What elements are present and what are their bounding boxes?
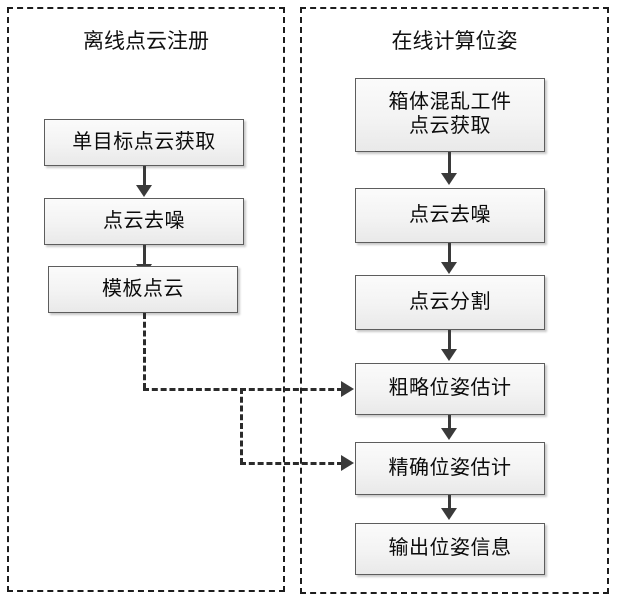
connector-offline-2 bbox=[143, 245, 146, 267]
feedback-line-to-fine-pose bbox=[240, 462, 343, 465]
node-single-target-acquire[interactable]: 单目标点云获取 bbox=[44, 119, 244, 166]
feedback-line-to-coarse-pose bbox=[143, 388, 343, 391]
feedback-line-branch bbox=[240, 388, 243, 464]
arrowhead-online-3 bbox=[441, 349, 457, 361]
node-label: 单目标点云获取 bbox=[72, 130, 216, 153]
arrowhead-online-5 bbox=[441, 508, 457, 520]
node-label: 点云去噪 bbox=[103, 209, 185, 232]
node-label: 模板点云 bbox=[102, 277, 184, 300]
panel-online-title: 在线计算位姿 bbox=[391, 29, 518, 53]
node-bin-cluttered-acquire[interactable]: 箱体混乱工件 点云获取 bbox=[355, 78, 545, 152]
node-denoise-offline[interactable]: 点云去噪 bbox=[44, 198, 244, 245]
connector-online-3 bbox=[448, 330, 451, 351]
panel-offline-title: 离线点云注册 bbox=[83, 29, 209, 53]
node-coarse-pose[interactable]: 粗略位姿估计 bbox=[355, 363, 545, 415]
node-label: 粗略位姿估计 bbox=[388, 377, 512, 400]
node-label: 精确位姿估计 bbox=[388, 456, 512, 479]
arrowhead-feedback-coarse bbox=[341, 381, 354, 397]
node-label: 点云分割 bbox=[409, 290, 491, 313]
connector-offline-1 bbox=[143, 166, 146, 188]
node-label: 输出位姿信息 bbox=[388, 537, 512, 560]
node-template-cloud[interactable]: 模板点云 bbox=[48, 266, 238, 313]
arrowhead-feedback-fine bbox=[341, 455, 354, 471]
arrowhead-online-4 bbox=[441, 428, 457, 440]
connector-online-2 bbox=[448, 243, 451, 264]
panel-online-pose bbox=[300, 7, 609, 594]
connector-online-4 bbox=[448, 415, 451, 430]
node-denoise-online[interactable]: 点云去噪 bbox=[355, 188, 545, 243]
connector-online-1 bbox=[448, 152, 451, 175]
node-segmentation[interactable]: 点云分割 bbox=[355, 275, 545, 330]
node-output-pose[interactable]: 输出位姿信息 bbox=[355, 523, 545, 575]
node-label: 点云去噪 bbox=[409, 203, 491, 226]
arrowhead-offline-1 bbox=[136, 185, 152, 197]
node-label: 箱体混乱工件 点云获取 bbox=[388, 91, 512, 137]
panel-offline-registration bbox=[7, 7, 285, 592]
node-fine-pose[interactable]: 精确位姿估计 bbox=[355, 442, 545, 495]
arrowhead-online-1 bbox=[441, 173, 457, 185]
feedback-line-drop bbox=[143, 313, 146, 389]
connector-online-5 bbox=[448, 495, 451, 510]
arrowhead-online-2 bbox=[441, 262, 457, 274]
